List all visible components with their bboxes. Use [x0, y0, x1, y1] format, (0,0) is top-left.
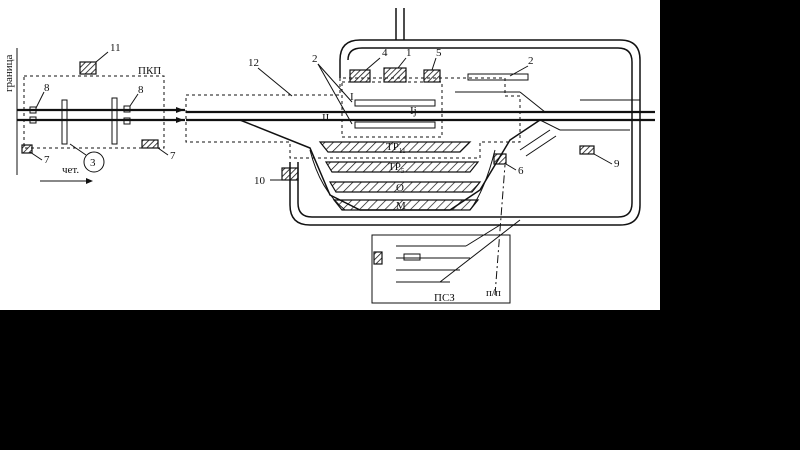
leader-3 [69, 143, 87, 156]
arrow-lower [176, 117, 184, 123]
station-scheme-svg: граница ПКП 11 7 7 8 8 3 чет. 12 II I Ij [3, 8, 655, 304]
building-6 [493, 153, 507, 165]
callout-2-left: 2 [312, 53, 318, 65]
callout-2-right: 2 [528, 55, 534, 67]
building-11 [79, 61, 97, 75]
callout-6: 6 [518, 165, 524, 177]
leader-9 [593, 153, 613, 165]
leader-5 [431, 57, 437, 71]
road-loop-inner [297, 47, 633, 218]
track-TR5 [324, 161, 480, 173]
callout-12: 12 [248, 57, 259, 69]
leader-4 [365, 57, 381, 71]
track-M-label: М [396, 200, 406, 212]
track-O [328, 181, 482, 193]
leader-7-right [157, 147, 169, 156]
branch-diag-2 [525, 135, 557, 157]
callout-9: 9 [614, 158, 620, 170]
circle-3 [83, 151, 105, 173]
platform-1 [354, 99, 436, 107]
building-4 [349, 69, 371, 83]
track-O-label: О [396, 182, 404, 194]
track-TR11-label: ТР11 [386, 141, 406, 155]
callout-10: 10 [254, 175, 266, 187]
leader-11 [95, 51, 109, 63]
inspection-post-left [61, 99, 68, 145]
siding-ur-2 [519, 91, 546, 113]
yard-curve-b [469, 149, 496, 211]
leader-2-right [509, 65, 529, 77]
callout-11: 11 [110, 42, 121, 54]
border-label: граница [3, 54, 15, 92]
track-Ij-label: Ij [410, 105, 417, 117]
callout-8-right: 8 [138, 84, 144, 96]
arrow-upper [176, 107, 184, 113]
building-7-right [141, 139, 159, 149]
callout-1: 1 [406, 47, 412, 59]
track-II-label: II [322, 112, 330, 124]
circle-3-label: 3 [90, 157, 96, 169]
pkp-zone [23, 75, 165, 149]
platform-2 [354, 121, 436, 129]
psz-zone [371, 234, 511, 304]
callout-8-left: 8 [44, 82, 50, 94]
pp-label: п/п [486, 287, 501, 299]
psz-platform [403, 253, 421, 261]
branch-diag-1 [519, 129, 551, 151]
pkp-label: ПКП [138, 65, 161, 77]
leader-1 [397, 57, 407, 69]
leader-2-b [317, 63, 353, 125]
passenger-yard [341, 81, 443, 138]
leader-7-left [29, 151, 43, 161]
leader-8-right [129, 93, 139, 107]
leader-8-left [35, 91, 45, 109]
station-scheme-figure: граница ПКП 11 7 7 8 8 3 чет. 12 II I Ij [0, 0, 660, 310]
callout-7-right: 7 [170, 150, 176, 162]
track-I-label: I [350, 91, 354, 103]
callout-5: 5 [436, 47, 442, 59]
track-M [332, 199, 480, 211]
psz-lead [439, 219, 521, 283]
building-5 [423, 69, 441, 83]
track-TR5-label: ТР5 [388, 161, 405, 175]
leader-12 [257, 67, 293, 97]
track-TR11 [318, 141, 472, 153]
leader-2-a [317, 63, 353, 103]
pp-line [494, 164, 506, 296]
yard-curve-a [309, 149, 346, 211]
branch-right-1 [539, 119, 561, 131]
leader-6 [505, 163, 517, 171]
building-1 [383, 67, 407, 83]
building-10 [281, 167, 299, 181]
direction-arrowhead [86, 178, 93, 184]
direction-label: чет. [62, 164, 79, 176]
psz-lead-2 [465, 224, 501, 247]
callout-7-left: 7 [44, 154, 50, 166]
building-7-left [21, 144, 33, 154]
road-loop [289, 39, 641, 226]
psz-label: ПСЗ [434, 292, 455, 304]
callout-4: 4 [382, 47, 388, 59]
building-9 [579, 145, 595, 155]
platform-upper-right [467, 73, 529, 81]
psz-building [373, 251, 383, 265]
